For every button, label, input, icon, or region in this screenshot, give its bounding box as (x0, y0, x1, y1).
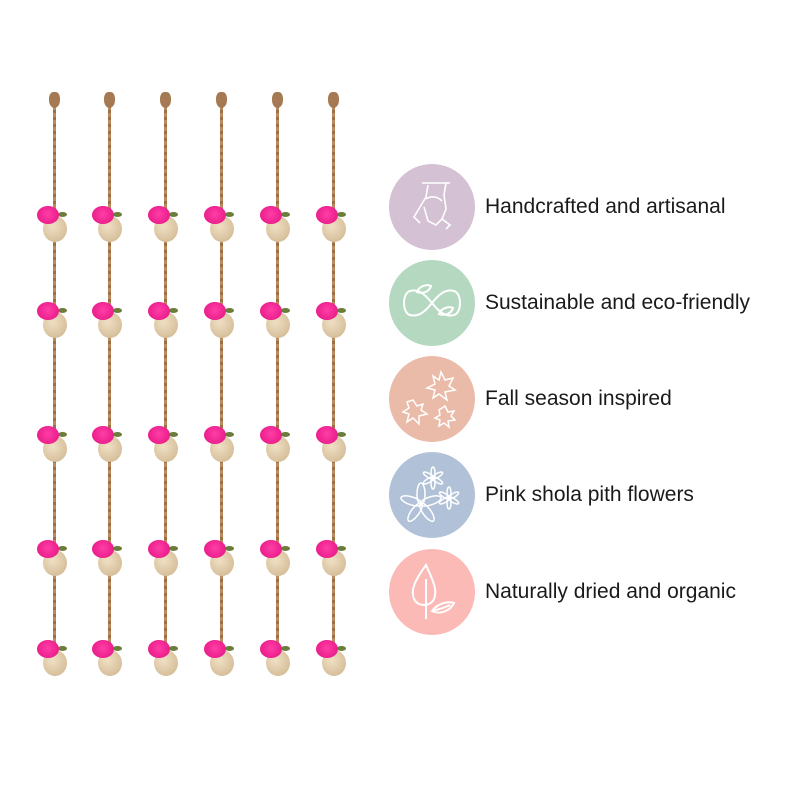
feature-circle (389, 452, 475, 538)
pink-flower (316, 206, 338, 224)
rope-knot (216, 92, 227, 108)
hand-icon (412, 182, 452, 230)
pink-flower (260, 426, 282, 444)
jute-rope (53, 92, 56, 667)
leaf (337, 308, 346, 313)
feature-circle (389, 549, 475, 635)
pink-flower (148, 426, 170, 444)
leaf (169, 546, 178, 551)
pink-flower (260, 640, 282, 658)
feature-label: Sustainable and eco-friendly (485, 291, 751, 314)
pink-flower (204, 206, 226, 224)
leaf (58, 308, 67, 313)
leaf (281, 308, 290, 313)
jute-rope (164, 92, 167, 667)
leaf (225, 432, 234, 437)
garland-strand (148, 92, 181, 682)
leaf (225, 646, 234, 651)
pink-flower (260, 540, 282, 558)
leaf (337, 432, 346, 437)
feature-handcrafted: Handcrafted and artisanal (389, 164, 726, 250)
garland-strand (92, 92, 125, 682)
pink-flower (92, 640, 114, 658)
pink-flower (37, 206, 59, 224)
rope-knot (160, 92, 171, 108)
leaf (225, 546, 234, 551)
garland-strand (204, 92, 237, 682)
leaf (281, 432, 290, 437)
leaf (281, 646, 290, 651)
pink-flower (204, 302, 226, 320)
leaf (113, 546, 122, 551)
leaf (225, 308, 234, 313)
pink-flower (316, 426, 338, 444)
leaf (169, 308, 178, 313)
jute-rope (220, 92, 223, 667)
pink-flower (37, 302, 59, 320)
leaf (169, 646, 178, 651)
garland-strand (316, 92, 349, 682)
leaf (58, 212, 67, 217)
pink-flower (204, 540, 226, 558)
rope-knot (272, 92, 283, 108)
pink-flower (260, 206, 282, 224)
leaf (169, 432, 178, 437)
maple-leaves-icon (401, 369, 457, 429)
jute-rope (276, 92, 279, 667)
infinity-leaf-icon (403, 284, 461, 317)
pink-flower (148, 540, 170, 558)
jute-rope (108, 92, 111, 667)
feature-organic: Naturally dried and organic (389, 549, 736, 635)
leaves-icon (411, 562, 456, 619)
pink-flower (37, 426, 59, 444)
feature-label: Fall season inspired (485, 387, 672, 410)
flowers-icon (400, 466, 460, 523)
feature-circle (389, 260, 475, 346)
garland-strand (37, 92, 70, 682)
pink-flower (260, 302, 282, 320)
leaf (337, 212, 346, 217)
leaf (58, 646, 67, 651)
pink-flower (316, 640, 338, 658)
leaf (281, 212, 290, 217)
leaf (225, 212, 234, 217)
pink-flower (92, 302, 114, 320)
rope-knot (104, 92, 115, 108)
feature-sustainable: Sustainable and eco-friendly (389, 260, 750, 346)
garland-strand (260, 92, 293, 682)
pink-flower (92, 206, 114, 224)
leaf (58, 546, 67, 551)
pink-flower (92, 426, 114, 444)
leaf (113, 212, 122, 217)
pink-flower (316, 540, 338, 558)
leaf (113, 646, 122, 651)
leaf (337, 646, 346, 651)
feature-fall: Fall season inspired (389, 356, 672, 442)
leaf (169, 212, 178, 217)
pink-flower (148, 640, 170, 658)
pink-flower (37, 640, 59, 658)
feature-label: Naturally dried and organic (485, 580, 736, 603)
pink-flower (204, 426, 226, 444)
leaf (337, 546, 346, 551)
feature-circle (389, 356, 475, 442)
feature-label: Pink shola pith flowers (485, 483, 694, 506)
pink-flower (148, 206, 170, 224)
pink-flower (316, 302, 338, 320)
feature-label: Handcrafted and artisanal (485, 195, 726, 218)
leaf (58, 432, 67, 437)
pink-flower (92, 540, 114, 558)
pink-flower (204, 640, 226, 658)
leaf (113, 308, 122, 313)
leaf (113, 432, 122, 437)
leaf (281, 546, 290, 551)
pink-flower (37, 540, 59, 558)
rope-knot (49, 92, 60, 108)
jute-rope (332, 92, 335, 667)
rope-knot (328, 92, 339, 108)
pink-flower (148, 302, 170, 320)
feature-circle (389, 164, 475, 250)
feature-flowers: Pink shola pith flowers (389, 452, 694, 538)
